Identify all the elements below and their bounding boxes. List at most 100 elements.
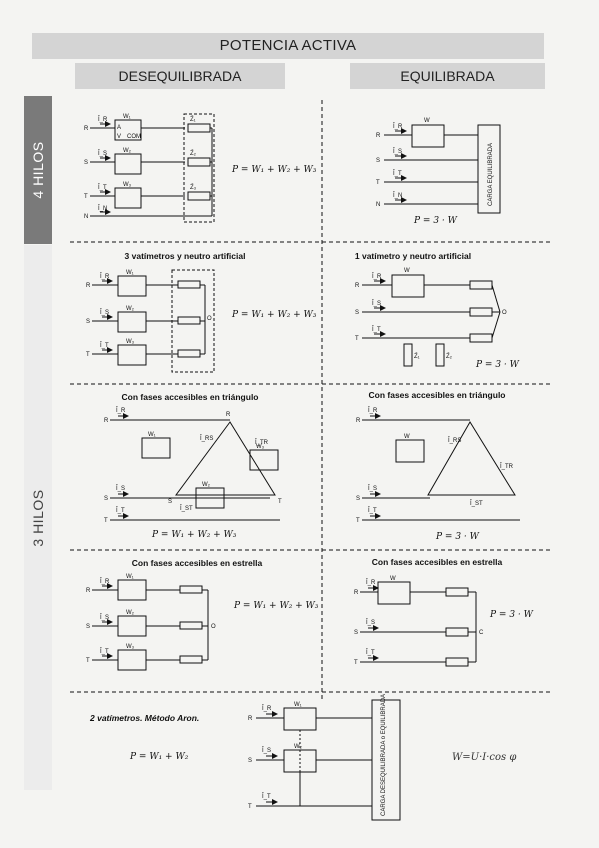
label-Z3: Z̄₃ [190,184,197,191]
label-IRS: Ī_RS [200,435,213,442]
load-label-balanced: CARGA EQUILIBRADA [488,143,494,206]
label-W: W [404,434,410,440]
diagram-4w-balanced [384,124,501,214]
label-T: T [86,352,90,358]
label-IS: Ī_S [393,148,402,155]
label-IT: Ī_T [393,170,402,177]
label-R: R [355,283,360,289]
label-S: S [248,758,252,764]
column-header-unbalanced: DESEQUILIBRADA [75,63,285,89]
title-1w-artificial-neutral: 1 vatímetro y neutro artificial [354,251,472,261]
label-IR: Ī_R [116,407,126,414]
label-W2: W₂ [126,306,135,312]
label-IS: Ī_S [368,485,377,492]
label-IT: Ī_T [262,793,271,800]
label-W1: W₁ [294,702,302,708]
label-IS: Ī_S [372,300,381,307]
title-delta-unbalanced: Con fases accesibles en triángulo [121,392,259,402]
diagram-delta-balanced [362,413,520,521]
label-IS: Ī_S [100,614,109,621]
title-star-balanced: Con fases accesibles en estrella [371,557,503,567]
label-T: T [354,660,358,666]
label-IR: Ī_R [366,579,376,586]
label-S: S [86,319,90,325]
label-IN: Ī_N [393,192,402,199]
formula-3w-artificial-neutral: P = W₁ + W₂ + W₃ [232,310,317,320]
label-IRS: Ī_RS [448,437,461,444]
label-W2: W₂ [294,744,303,750]
label-T: T [355,336,359,342]
label-S: S [355,310,359,316]
label-W: W [390,576,396,582]
side-label-4-wires: 4 HILOS [24,96,52,244]
diagram-star-balanced [360,581,477,667]
title-delta-balanced: Con fases accesibles en triángulo [368,390,506,400]
diagram-1w-artificial-neutral [362,274,501,367]
label-IR: Ī_R [98,116,108,123]
label-ITR: Ī_TR [500,463,514,470]
title-star-unbalanced: Con fases accesibles en estrella [131,558,263,568]
label-S: S [354,630,358,636]
label-IR: Ī_R [368,407,378,414]
label-T: T [104,518,108,524]
label-W3: W₃ [126,644,135,650]
label-W1: W₁ [126,574,134,580]
label-Z2: Z̄₂ [446,353,453,360]
label-V: V [117,134,121,140]
label-IS: Ī_S [100,309,109,316]
label-node-R: R [226,412,231,418]
label-IST: Ī_ST [180,505,193,512]
label-IS: Ī_S [366,619,375,626]
formula-delta-unbalanced: P = W₁ + W₂ + W₃ [152,530,237,540]
label-W2: W₂ [123,148,132,154]
label-W: W [404,268,410,274]
label-T: T [376,180,380,186]
label-O: O [207,316,212,322]
label-W3: W₃ [126,339,135,345]
handwritten-note: W=U·I·cos φ [452,752,517,763]
formula-1w-artificial-neutral: P = 3 · W [476,360,519,370]
label-R: R [356,418,361,424]
title-3w-artificial-neutral: 3 vatímetros y neutro artificial [124,251,246,261]
label-S: S [84,160,88,166]
label-W3: W₃ [123,182,132,188]
formula-4w-balanced: P = 3 · W [414,216,457,226]
label-IS: Ī_S [262,747,271,754]
label-N: N [84,214,88,220]
diagram-star-unbalanced [92,579,209,671]
label-R: R [86,283,91,289]
label-Z2: Z̄₂ [190,150,197,157]
label-R: R [86,588,91,594]
label-C: C [479,630,484,636]
label-IT: Ī_T [366,649,375,656]
page-title: POTENCIA ACTIVA [32,33,544,59]
label-A: A [117,125,121,131]
label-T: T [84,194,88,200]
label-Z1: Z̄₁ [190,116,196,123]
label-R: R [354,590,359,596]
label-W: W [424,118,430,124]
label-IT: Ī_T [98,184,107,191]
label-IR: Ī_R [100,578,110,585]
label-IS: Ī_S [98,150,107,157]
label-S: S [104,496,108,502]
label-R: R [248,716,253,722]
label-IR: Ī_R [372,273,382,280]
label-node-T: T [278,499,282,505]
diagram-4w-unbalanced [90,113,215,223]
label-IR: Ī_R [393,123,403,130]
label-COM: COM [127,134,141,140]
label-IR: Ī_R [100,273,110,280]
load-label-aron: CARGA DESEQUILIBRADA o EQUILIBRADA [381,694,387,816]
label-O: O [211,624,216,630]
formula-star-unbalanced: P = W₁ + W₂ + W₃ [234,601,319,611]
diagram-delta-unbalanced [110,413,280,521]
label-IR: Ī_R [262,705,272,712]
label-R: R [84,126,89,132]
label-W1: W₁ [148,432,156,438]
label-W2: W₂ [202,482,211,488]
label-T: T [356,518,360,524]
label-IST: Ī_ST [470,500,483,507]
label-W1: W₁ [126,270,134,276]
